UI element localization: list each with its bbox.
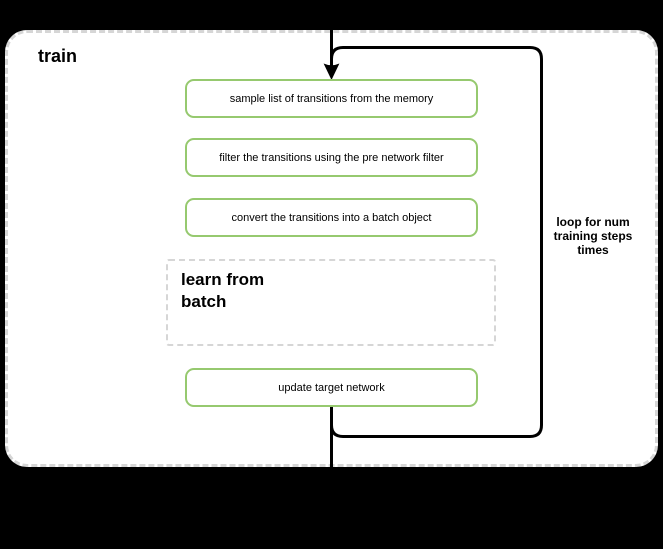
loop-annotation-line: training steps: [553, 229, 633, 243]
group-title: train: [38, 46, 78, 66]
node-label-line: learn from: [181, 270, 265, 289]
node-update-target-network: update target network: [185, 368, 478, 407]
node-learn-from-batch: learn from batch: [166, 259, 496, 346]
loop-annotation-line: times: [577, 243, 609, 257]
node-filter-transitions: filter the transitions using the pre net…: [185, 138, 478, 177]
node-label: convert the transitions into a batch obj…: [231, 211, 432, 224]
loop-annotation: loop for num training steps times: [544, 215, 642, 257]
node-label-line: batch: [181, 292, 227, 311]
node-label: update target network: [278, 381, 385, 394]
node-label: sample list of transitions from the memo…: [229, 92, 434, 105]
loop-annotation-line: loop for num: [556, 215, 630, 229]
node-convert-batch: convert the transitions into a batch obj…: [185, 198, 478, 237]
node-label: filter the transitions using the pre net…: [219, 151, 444, 164]
node-sample-transitions: sample list of transitions from the memo…: [185, 79, 478, 118]
